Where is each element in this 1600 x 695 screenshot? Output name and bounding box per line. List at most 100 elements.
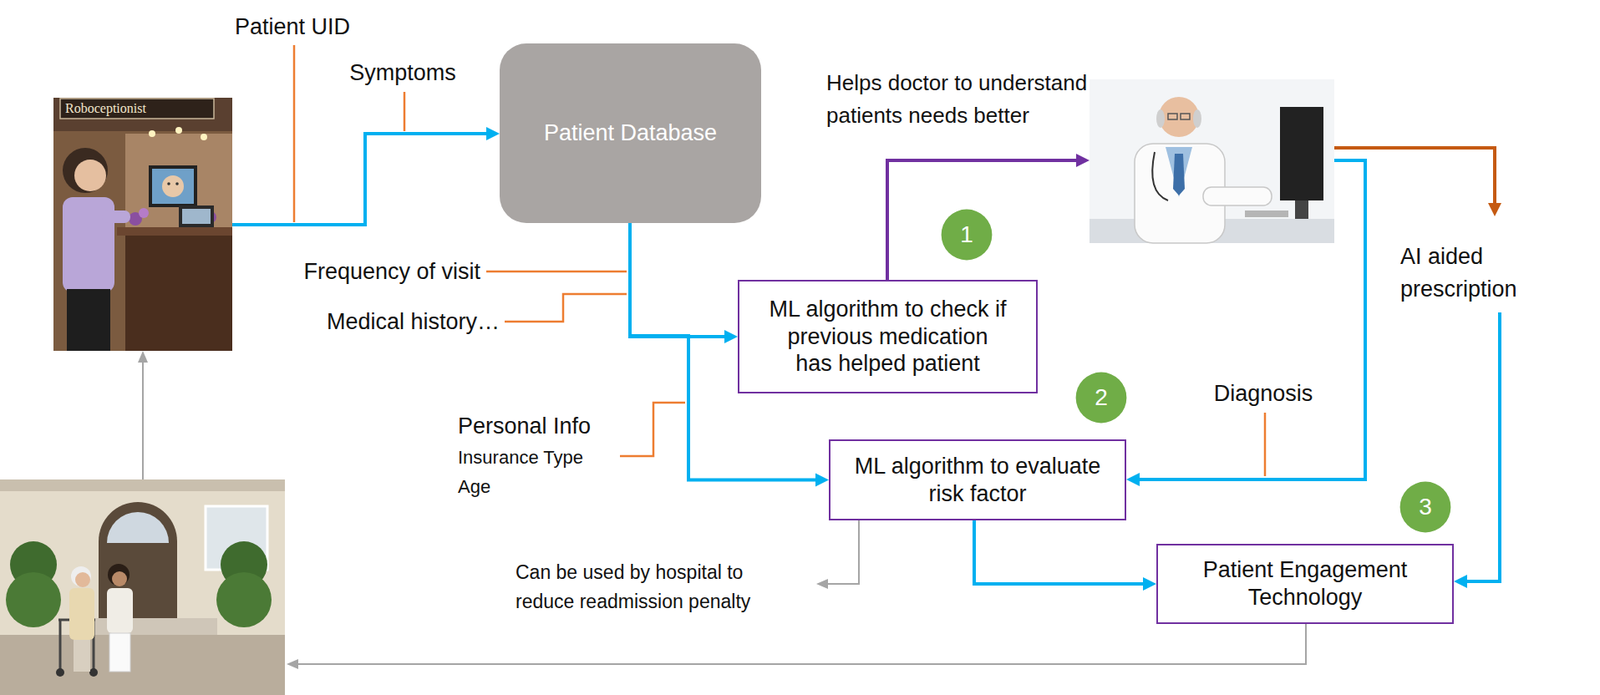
keyboard <box>1244 210 1289 218</box>
node-text: 1 <box>960 221 974 249</box>
shrub <box>5 572 61 628</box>
blouse <box>106 588 133 634</box>
arm <box>101 210 131 224</box>
arrow-head <box>724 330 738 344</box>
data-label: Age <box>457 476 491 498</box>
node-text-group: ML algorithm to check if previous medica… <box>767 295 1009 379</box>
arrow-head <box>1076 153 1090 168</box>
ceiling-light <box>200 133 208 141</box>
note-text: Helps doctor to understand patients need… <box>826 66 1161 133</box>
wheel <box>55 668 65 677</box>
robot-eye <box>175 182 179 186</box>
database-box: Patient Database <box>499 43 762 224</box>
data-label: Medical history… <box>326 308 500 336</box>
flow-line <box>1139 160 1366 480</box>
note-line <box>827 520 859 585</box>
note-text: Can be used by hospital to reduce readmi… <box>515 558 800 616</box>
node-text-group: Patient Engagement Technology <box>1179 556 1431 612</box>
arrow-head <box>137 350 148 363</box>
circle-fill <box>1076 372 1128 424</box>
reception-photo <box>53 97 233 351</box>
node-text-group: ML algorithm to evaluate risk factor <box>852 452 1103 508</box>
robot-monitor <box>148 165 198 208</box>
flow-line <box>232 133 487 225</box>
arm <box>1203 187 1272 206</box>
flow-line <box>887 160 1078 280</box>
sign-text: Roboceptionist <box>65 100 147 117</box>
robot-face <box>162 175 184 198</box>
monitor-stand <box>1295 200 1309 219</box>
laptop-screen <box>182 208 211 224</box>
arrow-head <box>1126 472 1140 487</box>
hair <box>1193 109 1202 128</box>
connector <box>629 223 738 344</box>
face <box>74 159 107 192</box>
dress <box>69 588 95 640</box>
callout-number: 1 <box>940 208 993 261</box>
leader-line <box>486 270 627 274</box>
photo-ground <box>53 97 233 351</box>
tie <box>1173 153 1185 196</box>
connector-line <box>629 223 725 337</box>
step <box>75 618 218 635</box>
doctor-photo <box>1089 79 1335 244</box>
data-label: Personal Info <box>457 412 591 440</box>
connector-line <box>974 520 1143 585</box>
flow-line <box>1334 147 1495 204</box>
sign-board <box>60 98 214 119</box>
glasses <box>1168 113 1178 120</box>
callout-number: 3 <box>1399 481 1452 534</box>
circle-fill <box>941 209 993 261</box>
data-label: Patient UID <box>234 13 351 41</box>
process-box: ML algorithm to check if previous medica… <box>737 279 1038 394</box>
node-text: 2 <box>1094 384 1108 412</box>
transom <box>106 512 169 544</box>
leader-line <box>293 45 296 223</box>
node-text: ML algorithm to evaluate risk factor <box>852 452 1103 508</box>
visit-line <box>142 362 144 480</box>
process-box: Patient Engagement Technology <box>1156 543 1454 625</box>
ceiling-light <box>148 130 156 138</box>
ceiling-light <box>175 126 183 134</box>
node-text: 3 <box>1418 493 1433 521</box>
house-wall <box>0 479 285 695</box>
hair <box>71 566 92 587</box>
arrow-head <box>1142 577 1157 591</box>
flow-line <box>1467 312 1500 582</box>
trousers <box>109 633 131 672</box>
output-label: AI aided prescription <box>1400 240 1560 306</box>
node-text-group: Patient Database <box>543 120 717 147</box>
arrow-head <box>816 579 828 590</box>
eave <box>0 479 285 492</box>
glasses <box>1180 113 1190 120</box>
stethoscope <box>1152 152 1169 201</box>
trousers <box>66 289 111 351</box>
face <box>111 571 127 587</box>
flower <box>138 208 149 219</box>
connector <box>974 520 1157 591</box>
shirt <box>1165 147 1193 198</box>
node-text-group: 2 <box>1094 384 1108 412</box>
leader-line <box>504 294 627 322</box>
data-label: Symptoms <box>349 59 457 87</box>
node-text: Patient Database <box>543 120 717 147</box>
arrow-head <box>815 473 829 488</box>
ceiling <box>53 97 233 132</box>
head <box>1158 96 1199 138</box>
circle-fill <box>1400 482 1452 534</box>
leader-line <box>403 91 407 132</box>
counter-top <box>116 227 233 236</box>
node-text-group: 3 <box>1418 493 1433 521</box>
back-wall <box>125 133 233 233</box>
patient-home-photo <box>0 479 285 695</box>
monitor <box>1280 106 1324 201</box>
robot-screen <box>152 168 194 204</box>
hair <box>107 563 130 586</box>
data-label: Frequency of visit <box>303 258 481 285</box>
robot-eye <box>167 182 171 186</box>
shrub <box>216 572 272 628</box>
callout-number: 2 <box>1075 371 1128 424</box>
leader-line <box>619 402 686 457</box>
